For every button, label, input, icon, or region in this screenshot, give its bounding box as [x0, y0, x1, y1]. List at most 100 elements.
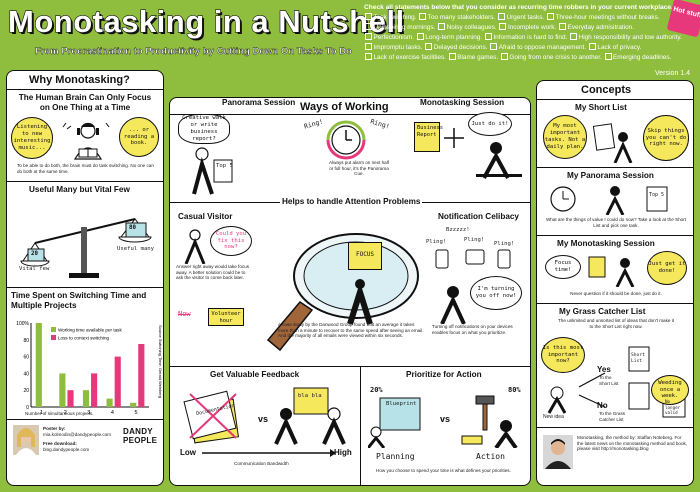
- checkbox[interactable]: [499, 22, 507, 30]
- checklist-item[interactable]: Blame games.: [448, 52, 498, 61]
- checkbox[interactable]: [419, 12, 427, 20]
- checklist-item-label: Incomplete work.: [507, 24, 557, 32]
- chart-legend-label: Loss to context switching: [58, 336, 110, 341]
- pct-80: 80%: [508, 386, 521, 394]
- checklist-item[interactable]: Three-hour meetings without breaks.: [546, 12, 660, 21]
- chart-bar-loss: [67, 390, 74, 407]
- chart-bar-loss: [138, 344, 145, 407]
- checklist-item-label: Afraid to oppose management.: [498, 44, 587, 52]
- bandwidth-arrow: [202, 449, 336, 457]
- alarm-text: Always put alarm on next half or full ho…: [328, 160, 389, 177]
- checkbox[interactable]: [448, 52, 456, 60]
- checkbox[interactable]: [365, 42, 372, 50]
- just-do-it-bubble: Just do it!: [468, 112, 512, 136]
- checklist-item[interactable]: Uninspiring mornings.: [364, 22, 436, 32]
- casual-visitor-text: Answer right away would take focus away.…: [176, 264, 250, 281]
- chart-legend-swatch: [51, 335, 56, 340]
- checklist-item-label: Emerging deadlines.: [613, 54, 672, 62]
- checklist-item-label: Going from one crisis to another.: [509, 54, 602, 62]
- checklist-item-label: Long-term planning.: [425, 34, 483, 42]
- short-list-right-bubble: Skip things you can't do right now.: [643, 115, 689, 161]
- chart-x-tick-label: 3: [87, 410, 90, 416]
- free-download-label: Free download:: [43, 441, 77, 446]
- weight-80: 80: [129, 225, 136, 231]
- bla-bla-label: bla bla: [298, 393, 322, 399]
- working-person-illustration: [444, 128, 522, 179]
- checklist-item[interactable]: Noisy colleagues.: [437, 22, 497, 31]
- checklist-item[interactable]: Emerging deadlines.: [604, 52, 672, 62]
- checklist-item[interactable]: Perfectionism.: [364, 32, 414, 41]
- case-study-text: A case study by the Danwood Group found …: [278, 322, 424, 339]
- checkbox[interactable]: [490, 42, 498, 50]
- checkbox[interactable]: [500, 52, 508, 60]
- grass-catcher-heading: My Grass Catcher List: [559, 307, 646, 316]
- my-panorama-top5: Top 5: [649, 192, 665, 198]
- author-photo: [13, 425, 39, 455]
- chart-source: Source Switching Time: Gerald Weinberg: [158, 325, 163, 398]
- just-get-it-done-bubble: Just get it done!: [647, 251, 687, 285]
- checkbox[interactable]: [416, 32, 424, 40]
- checklist-item[interactable]: Impromptu tasks.: [364, 42, 423, 51]
- panorama-cloud-bubble: Creative walk or write business report?: [178, 114, 230, 144]
- brain-text: To be able to do both, the brain must do…: [17, 163, 154, 174]
- ring-left: Ring!: [303, 117, 325, 131]
- ways-of-working-panel: Ways of Working Panorama Session Creativ…: [169, 97, 531, 486]
- checkbox[interactable]: [484, 32, 492, 40]
- checklist-item[interactable]: Long-term planning.: [416, 32, 483, 42]
- checkbox[interactable]: [365, 32, 372, 40]
- checklist-item[interactable]: Information is hard to find.: [484, 32, 567, 41]
- checkbox[interactable]: [365, 12, 372, 20]
- checklist-item[interactable]: Too many stakeholders.: [418, 12, 495, 21]
- divider: [537, 235, 693, 236]
- header: Monotasking in a Nutshell From Procrasti…: [0, 0, 700, 66]
- time-robber-checklist: Check all statements below that you cons…: [364, 4, 684, 63]
- low-label: Low: [180, 448, 196, 457]
- checklist-item[interactable]: Incomplete work.: [498, 22, 557, 32]
- checkbox[interactable]: [559, 22, 567, 30]
- divider: [7, 181, 163, 182]
- to-grass-catcher-label: To the Grass Catcher List: [599, 411, 626, 422]
- checklist-item[interactable]: Urgent tasks.: [497, 12, 544, 21]
- prioritize-heading: Prioritize for Action: [406, 370, 482, 379]
- checklist-item[interactable]: High responsibility and low authority.: [569, 32, 682, 41]
- checkbox[interactable]: [498, 12, 506, 20]
- checklist-item[interactable]: Going from one crisis to another.: [500, 52, 602, 62]
- checklist-item[interactable]: Delayed decisions.: [424, 42, 488, 52]
- checkbox[interactable]: [438, 22, 446, 30]
- monotasking-session-heading: Monotasking Session: [418, 98, 507, 107]
- pling-3: Pling!: [494, 241, 515, 247]
- chart-bar-available: [35, 323, 42, 407]
- bandwidth-label: Communication Bandwidth: [234, 461, 289, 466]
- book-bubble: ... or reading a book.: [119, 117, 159, 157]
- chart-x-tick-label: 4: [111, 410, 114, 416]
- checklist-item[interactable]: Everyday admisitration.: [558, 22, 634, 31]
- chart-y-tick-label: 60: [23, 355, 29, 361]
- checkbox[interactable]: [546, 12, 554, 20]
- checklist-item-label: Uninspiring mornings.: [373, 24, 436, 32]
- checklist-item[interactable]: Task switching.: [364, 12, 416, 21]
- chart-bar-available: [59, 373, 66, 407]
- weeding-bubble: Weeding once a week.: [651, 375, 689, 405]
- divider: [170, 114, 530, 115]
- no-longer-valid-label: No longer valid: [665, 399, 681, 416]
- action-label: Action: [476, 452, 505, 461]
- attention-problems-heading: Helps to handle Attention Problems: [280, 197, 423, 206]
- checklist-item[interactable]: Lack of privacy.: [588, 42, 641, 51]
- chart-y-tick-label: 100%: [16, 321, 29, 327]
- checkbox[interactable]: [365, 52, 372, 60]
- poster-title: Monotasking in a Nutshell: [7, 3, 405, 39]
- checkbox[interactable]: [425, 42, 433, 50]
- pling-1: Pling!: [426, 239, 447, 245]
- checkbox[interactable]: [588, 42, 596, 50]
- checklist-item[interactable]: Afraid to oppose management.: [489, 42, 587, 52]
- checklist-item-label: Delayed decisions.: [433, 44, 488, 52]
- checklist-item[interactable]: Lack of exercise facilities.: [364, 52, 446, 61]
- checkbox[interactable]: [570, 32, 578, 40]
- checkbox[interactable]: [365, 22, 372, 30]
- brain-heading: The Human Brain Can Only Focus on One Th…: [18, 93, 152, 112]
- checkbox[interactable]: [604, 52, 612, 60]
- blueprint-illustration: [368, 397, 421, 448]
- method-text: Monotasking, the method by: Staffan Nöte…: [577, 435, 688, 452]
- chart-y-tick-label: 0: [26, 405, 29, 411]
